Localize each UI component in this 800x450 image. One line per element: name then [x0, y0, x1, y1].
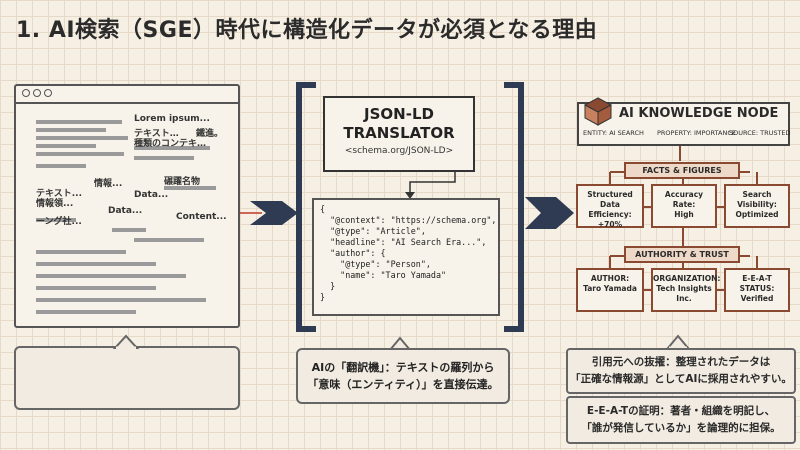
text-placeholder-bar — [36, 262, 156, 266]
text-placeholder-bar — [36, 128, 106, 132]
left-bracket — [296, 82, 316, 332]
meta-property: PROPERTY: IMPORTANCE — [657, 129, 736, 137]
browser-text: 碾躍名物 — [164, 177, 201, 187]
browser-text: 種類のコンテキ… — [134, 139, 207, 149]
json-ld-code-block: { "@context": "https://schema.org", "@ty… — [312, 198, 500, 316]
facts-section-label: FACTS & FIGURES — [624, 162, 740, 179]
meta-entity: ENTITY: AI SEARCH — [583, 129, 644, 137]
code-line: "@type": "Article", — [320, 226, 426, 236]
translator-subtitle: <schema.org/JSON-LD> — [344, 146, 454, 156]
translator-title: JSON-LD TRANSLATOR — [343, 105, 455, 142]
browser-text: Data... — [134, 190, 169, 200]
text-placeholder-bar — [112, 228, 146, 232]
text-placeholder-bar — [36, 298, 206, 302]
cube-icon — [583, 97, 613, 126]
meta-source: SOURCE: TRUSTED — [729, 129, 791, 137]
fact-box: Search Visibility: Optimized — [724, 184, 790, 228]
code-line: "name": "Taro Yamada" — [320, 270, 447, 280]
json-ld-translator: JSON-LD TRANSLATOR <schema.org/JSON-LD> — [323, 96, 475, 172]
browser-text: 情報領... — [36, 199, 74, 209]
right-bracket — [504, 82, 524, 332]
webpage-illustration: Lorem ipsum... テキスト… 鐵進。 種類のコンテキ… 情報... … — [14, 84, 240, 328]
info-box-citation: 引用元への抜擢：整理されたデータは 「正確な情報源」としてAIに採用されやすい。 — [566, 348, 796, 394]
code-line: "headline": "AI Search Era...", — [320, 237, 487, 247]
info-box-eeat: E-E-A-Tの証明：著者・組織を明記し、 「誰が発信しているか」を論理的に担保… — [566, 396, 796, 444]
code-line: } — [320, 281, 336, 291]
authority-box: E-E-A-T STATUS: Verified — [724, 268, 790, 312]
text-placeholder-bar — [36, 286, 156, 290]
browser-text: テキスト… — [134, 129, 179, 139]
callout-line: 「意味（エンティティ）」を直接伝達。 — [307, 378, 499, 391]
text-placeholder-bar — [36, 164, 86, 168]
authority-box: ORGANIZATION: Tech Insights Inc. — [651, 268, 720, 312]
text-placeholder-bar — [164, 186, 216, 190]
browser-text: Lorem ipsum... — [134, 114, 210, 124]
arrow-right-icon — [525, 197, 574, 229]
authority-section-label: AUTHORITY & TRUST — [624, 246, 740, 263]
window-dot-icon — [44, 89, 52, 97]
text-placeholder-bar — [36, 120, 122, 124]
text-placeholder-bar — [36, 250, 126, 254]
window-dot-icon — [22, 89, 30, 97]
page-title: 1. AI検索（SGE）時代に構造化データが必須となる理由 — [16, 18, 598, 43]
browser-text: ーング社... — [36, 217, 82, 227]
browser-text: 情報... — [94, 179, 123, 189]
text-placeholder-bar — [36, 218, 76, 222]
arrow-right-icon — [250, 201, 298, 225]
text-placeholder-bar — [134, 146, 210, 150]
fact-box: Structured Data Efficiency: +70% — [576, 184, 644, 229]
text-placeholder-bar — [36, 136, 128, 140]
text-placeholder-bar — [36, 144, 96, 148]
text-placeholder-bar — [36, 274, 186, 278]
text-placeholder-bar — [134, 238, 204, 242]
callout-line: AIの「翻訳機」：テキストの羅列から — [311, 361, 495, 374]
fact-box: Accuracy Rate: High — [651, 184, 717, 228]
code-line: { — [320, 204, 326, 214]
browser-text: 鐵進。 — [196, 129, 224, 139]
code-line: "@context": "https://schema.org", — [320, 215, 497, 225]
browser-text: テキスト... — [36, 189, 82, 199]
authority-box: AUTHOR: Taro Yamada — [576, 268, 644, 312]
text-placeholder-bar — [36, 152, 124, 156]
knowledge-node-title: AI KNOWLEDGE NODE — [619, 106, 779, 121]
text-placeholder-bar — [134, 156, 194, 160]
window-dot-icon — [33, 89, 41, 97]
text-placeholder-bar — [36, 310, 136, 314]
callout-translator: AIの「翻訳機」：テキストの羅列から 「意味（エンティティ）」を直接伝達。 — [296, 348, 510, 404]
browser-text: Content... — [176, 212, 227, 222]
browser-text: Data... — [108, 206, 143, 216]
callout-empty — [14, 346, 240, 410]
browser-toolbar — [16, 86, 238, 104]
knowledge-node-header: AI KNOWLEDGE NODE ENTITY: AI SEARCH PROP… — [577, 97, 791, 146]
code-line: "author": { — [320, 248, 386, 258]
code-line: "@type": "Person", — [320, 259, 431, 269]
code-line: } — [320, 292, 326, 302]
